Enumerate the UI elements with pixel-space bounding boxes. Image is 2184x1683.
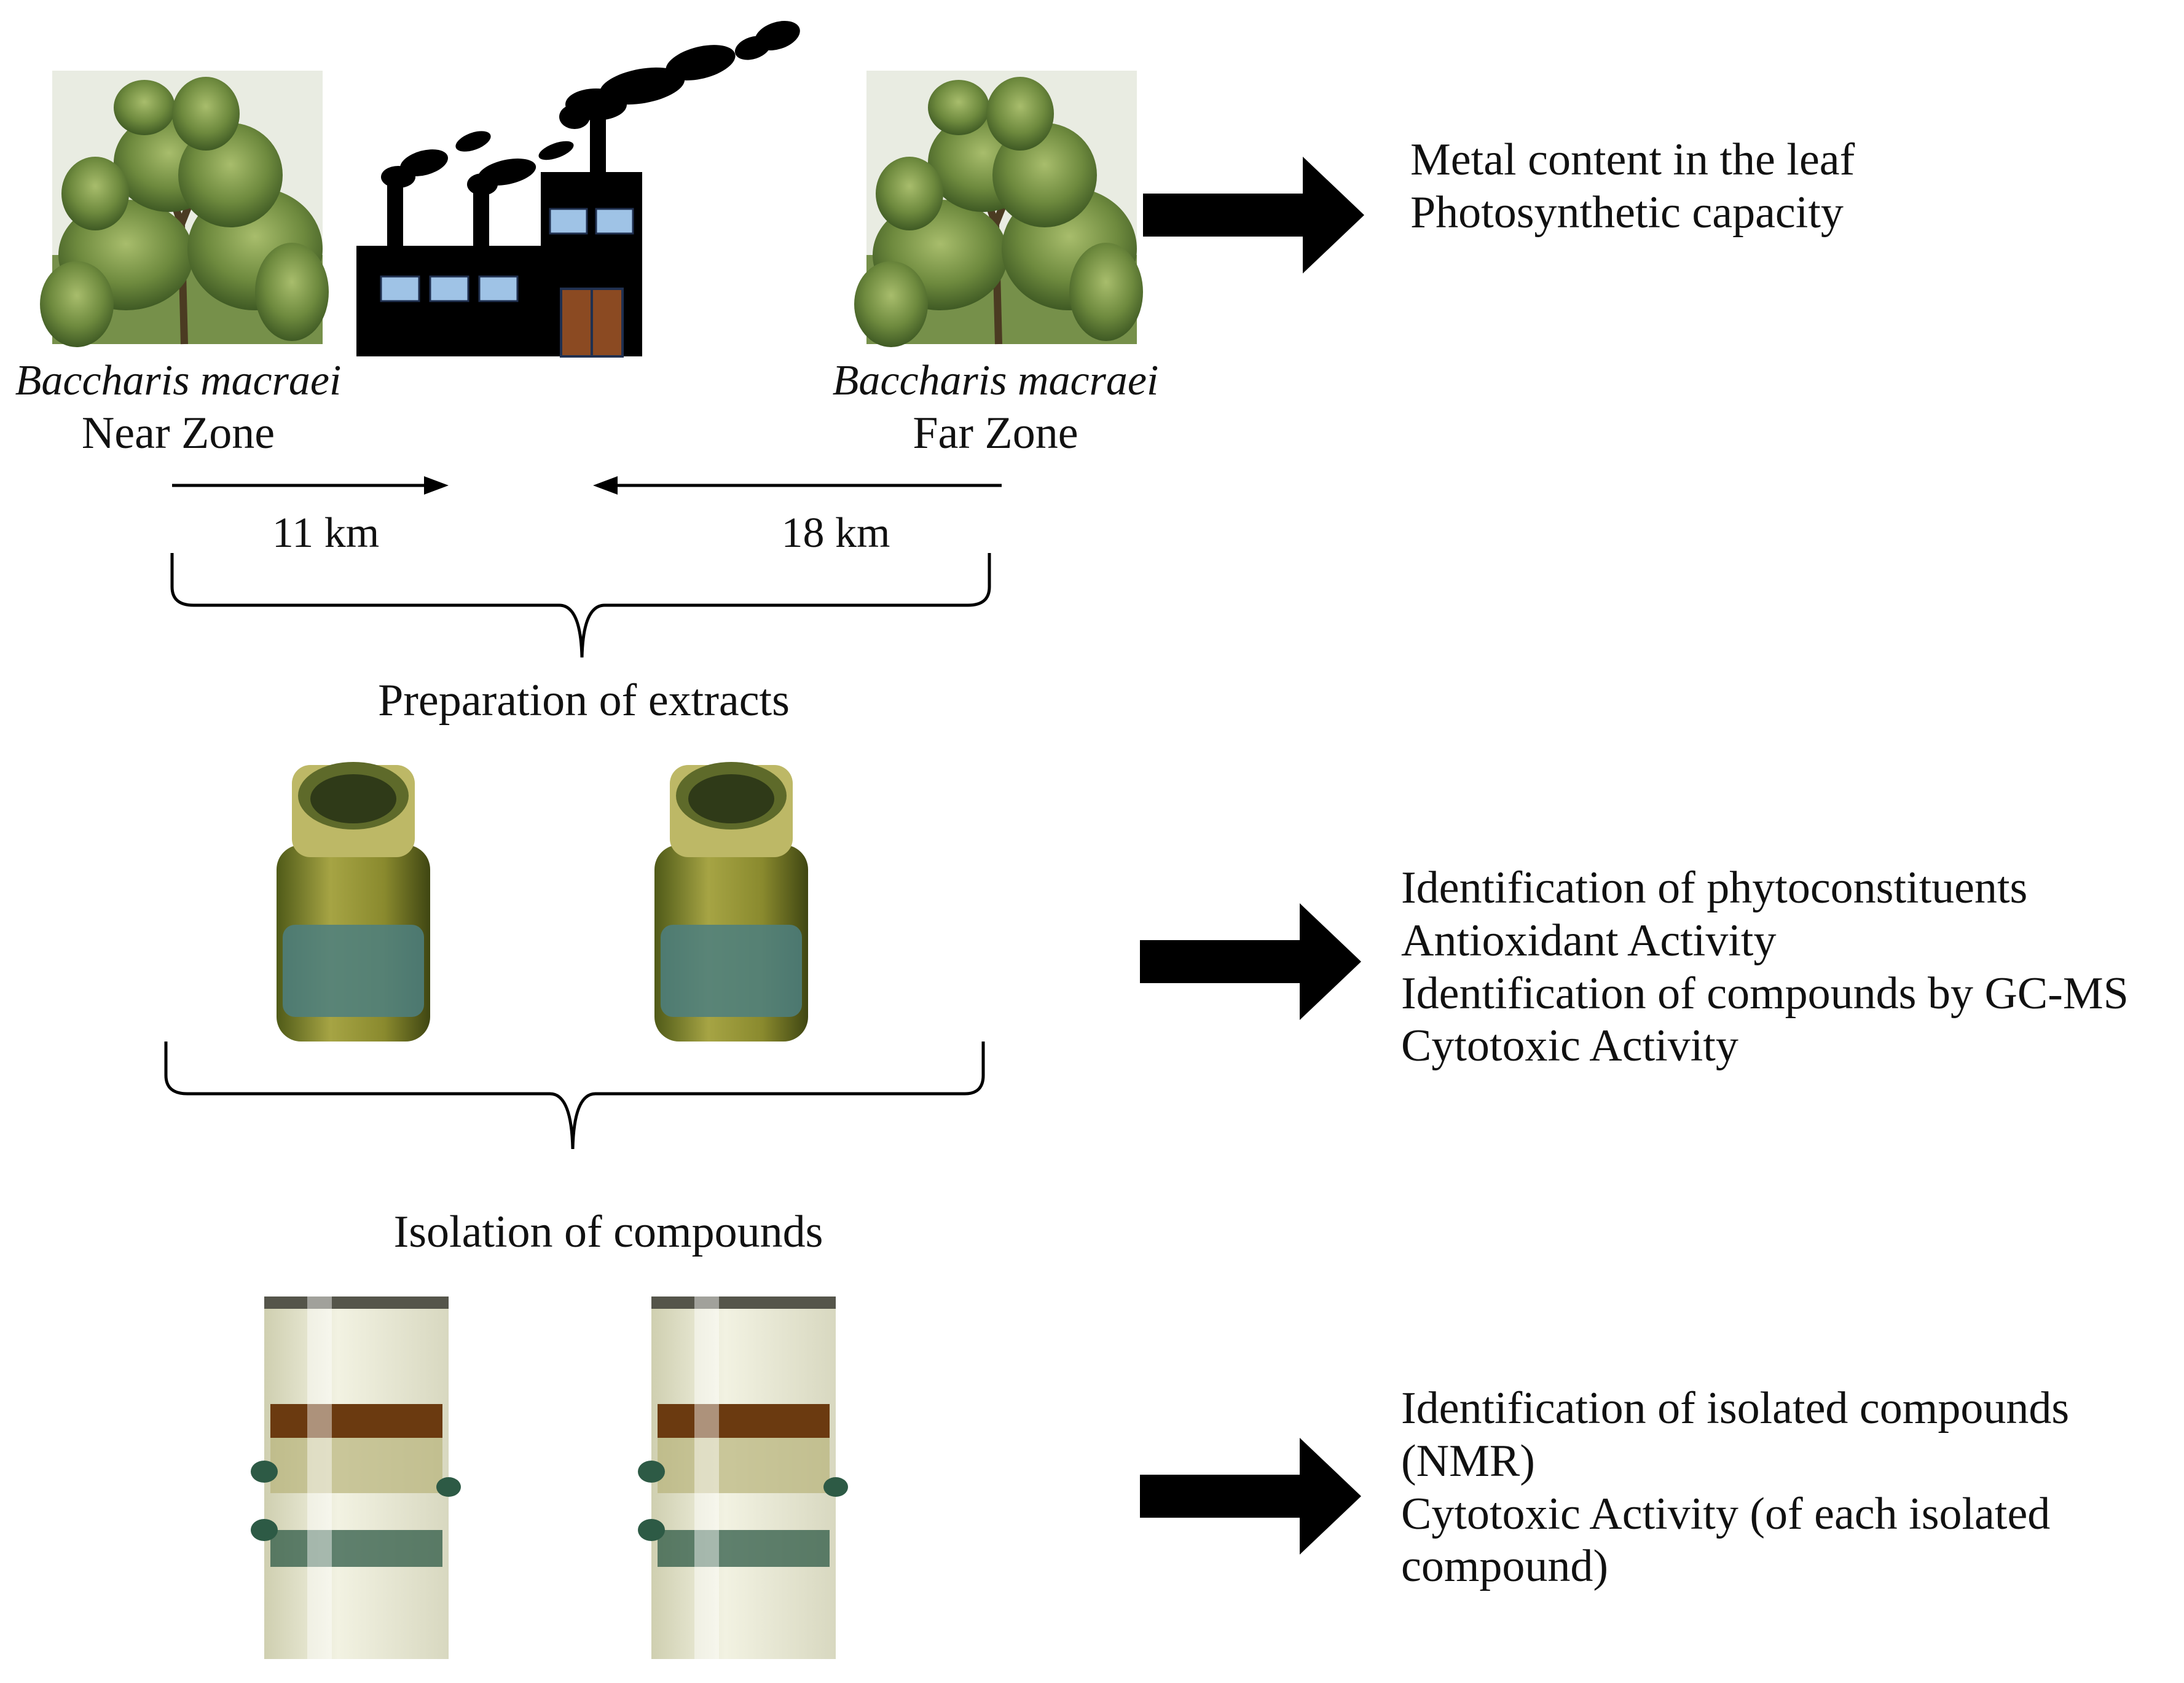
right-arrow-icon bbox=[1140, 903, 1361, 1020]
results-plants: Metal content in the leaf Photosynthetic… bbox=[1410, 134, 1855, 240]
brace-plants bbox=[170, 553, 991, 658]
result-item: Identification of phytoconstituents bbox=[1401, 863, 2028, 913]
chromatography-column-photo bbox=[638, 1297, 848, 1659]
result-item: compound) bbox=[1401, 1541, 1609, 1592]
result-item: Metal content in the leaf bbox=[1410, 135, 1855, 185]
near-zone-species-label: Baccharis macraei bbox=[15, 357, 342, 404]
result-item: Antioxidant Activity bbox=[1401, 915, 1777, 966]
extract-vial-photo bbox=[639, 753, 823, 1048]
far-zone-species-label: Baccharis macraei bbox=[832, 357, 1159, 404]
result-item: (NMR) bbox=[1401, 1435, 1535, 1486]
near-zone-plant-photo bbox=[40, 71, 329, 347]
result-item: Cytotoxic Activity bbox=[1401, 1021, 1738, 1072]
far-distance-label: 18 km bbox=[781, 509, 890, 557]
near-distance-label: 11 km bbox=[272, 509, 380, 557]
step-isolation-label: Isolation of compounds bbox=[393, 1207, 823, 1257]
near-distance-arrow bbox=[172, 476, 449, 495]
chromatography-column-photo bbox=[251, 1297, 461, 1659]
far-distance-arrow bbox=[593, 476, 1002, 495]
brace-extracts bbox=[164, 1042, 985, 1150]
right-arrow-icon bbox=[1140, 1438, 1361, 1555]
extract-vial-photo bbox=[261, 753, 446, 1048]
result-item: Photosynthetic capacity bbox=[1410, 187, 1844, 238]
far-zone-plant-photo bbox=[854, 71, 1143, 347]
results-isolation: Identification of isolated compounds (NM… bbox=[1401, 1383, 2069, 1593]
right-arrow-icon bbox=[1143, 157, 1364, 273]
factory-icon bbox=[356, 12, 823, 358]
far-zone-label: Far Zone bbox=[913, 408, 1078, 458]
result-item: Cytotoxic Activity (of each isolated bbox=[1401, 1488, 2051, 1539]
near-zone-label: Near Zone bbox=[81, 408, 275, 458]
step-extracts-label: Preparation of extracts bbox=[378, 675, 790, 726]
results-extracts: Identification of phytoconstituents Anti… bbox=[1401, 862, 2129, 1073]
result-item: Identification of isolated compounds bbox=[1401, 1383, 2070, 1434]
result-item: Identification of compounds by GC-MS bbox=[1401, 968, 2129, 1019]
